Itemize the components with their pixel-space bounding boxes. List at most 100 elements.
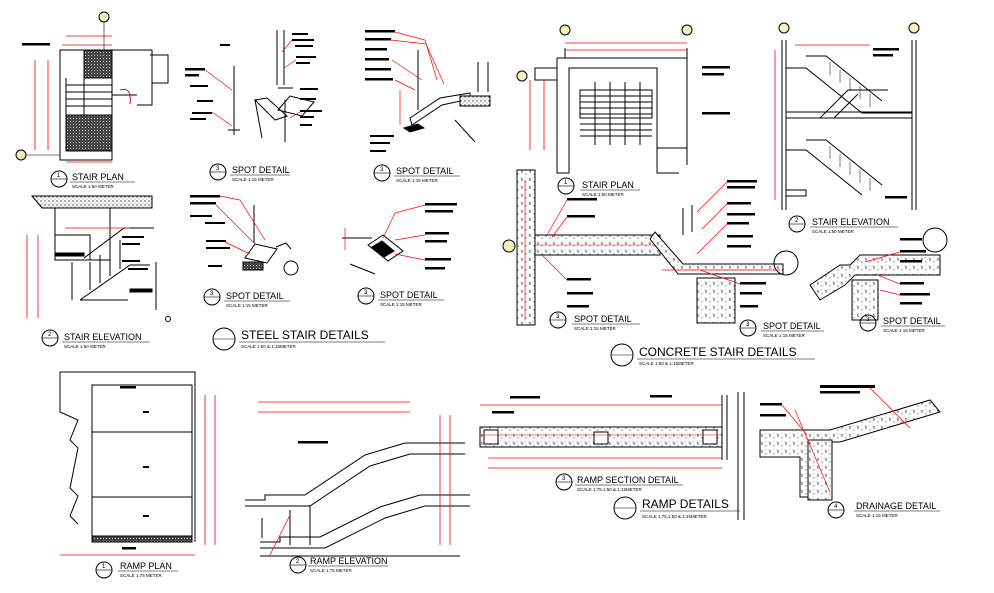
- title-number: 3: [866, 317, 870, 323]
- steel-spot-detail-4-drawing: [242, 205, 292, 271]
- steel-stair-plan-drawing: [59, 49, 169, 161]
- title-scale: SCALE 1:50 METER: [812, 229, 855, 234]
- title-number: 3: [364, 290, 368, 296]
- title-steel-spot-detail-1: 3 SPOT DETAIL SCALE 1:15 METER: [209, 163, 290, 182]
- title-label: RAMP ELEVATION: [310, 556, 388, 566]
- title-scale: SCALE 1:50 METER: [582, 192, 625, 197]
- title-scale: SCALE 1:15 METER: [574, 326, 617, 331]
- title-scale: SCALE 1:50 METER: [64, 344, 107, 349]
- title-label: RAMP PLAN: [120, 561, 172, 571]
- title-steel-spot-detail-3: 3 SPOT DETAIL SCALE 1:15 METER: [203, 288, 290, 308]
- title-concrete-spot-detail-2: 3 SPOT DETAIL SCALE 1:15 METER: [739, 319, 824, 338]
- title-ramp-elevation: 2 RAMP ELEVATION SCALE 1:75 METER: [289, 556, 388, 574]
- concrete-stair-elevation-balusters: [829, 62, 871, 191]
- grid-bubble-concrete-c: [778, 22, 790, 34]
- steel-stair-elevation-dimensions: [26, 227, 130, 318]
- title-concrete-spot-detail-3: 3 SPOT DETAIL SCALE 1:15 METER: [859, 314, 945, 333]
- title-label: STAIR PLAN: [582, 180, 634, 190]
- title-scale: SCALE 1:15 METER: [380, 302, 423, 307]
- title-scale: SCALE 1:15 METER: [856, 513, 899, 518]
- title-drainage-detail: 4 DRAINAGE DETAIL SCALE 1:15 METER: [827, 501, 940, 519]
- grid-bubble-concrete-a: [559, 24, 571, 36]
- grid-bubble-steel-a: [98, 11, 110, 23]
- title-steel-stair-plan: 1 STAIR PLAN SCALE 1:50 METER: [50, 170, 135, 189]
- title-steel-spot-detail-2: 3 SPOT DETAIL SCALE 1:15 METER: [373, 164, 460, 183]
- title-scale: SCALE 1:15 METER: [226, 303, 269, 308]
- concrete-spot-detail-3-drawing: [809, 227, 948, 321]
- title-concrete-stair-plan: 1 STAIR PLAN SCALE 1:50 METER: [557, 177, 640, 197]
- title-concrete-spot-detail-1: 3 SPOT DETAIL SCALE 1:15 METER: [549, 311, 640, 331]
- group-title-label: STEEL STAIR DETAILS: [241, 328, 369, 342]
- group-title-scale: SCALE 1:50 & 1:15METER: [639, 361, 695, 366]
- ramp-elevation-dimensions: [258, 401, 451, 556]
- drainage-detail-notes: [760, 385, 875, 417]
- ramp-section-dimensions: [480, 404, 722, 469]
- ramp-elevation-notes: [298, 441, 328, 444]
- concrete-spot-detail-1-drawing: [502, 169, 661, 326]
- title-ramp-section-detail: 3 RAMP SECTION DETAIL SCALE 1:75,1:50 & …: [555, 473, 683, 492]
- title-scale: SCALE 1:75 METER: [120, 573, 163, 578]
- concrete-stair-elevation-drawing: [781, 40, 917, 210]
- grid-bubble-steel-b: [15, 149, 27, 161]
- title-number: 3: [216, 166, 220, 172]
- concrete-spot-detail-2-drawing: [649, 205, 799, 324]
- steel-stair-plan-dimensions: [34, 35, 112, 163]
- group-title-steel-stair-details: STEEL STAIR DETAILS SCALE 1:50 & 1:15MET…: [212, 327, 385, 351]
- steel-spot-detail-4-notes: [190, 195, 299, 276]
- title-number: 2: [48, 332, 52, 338]
- title-number: 1: [564, 180, 568, 186]
- steel-spot-detail-2-leaders: [281, 39, 301, 119]
- steel-spot-detail-3-drawing: [402, 50, 491, 143]
- title-number: 3: [562, 476, 566, 482]
- steel-spot-detail-3-leaders: [390, 31, 445, 125]
- concrete-spot-detail-1-notes: [567, 198, 597, 308]
- title-number: 2: [795, 218, 799, 224]
- group-title-scale: SCALE 1:50 & 1:15METER: [241, 344, 297, 349]
- group-title-label: RAMP DETAILS: [642, 497, 729, 511]
- group-title-ramp-details: RAMP DETAILS SCALE 1:75,1:50 & 1:15METER: [613, 496, 740, 520]
- title-number: 1: [57, 173, 61, 179]
- title-label: DRAINAGE DETAIL: [856, 501, 936, 511]
- concrete-spot-detail-2-notes: [727, 180, 766, 308]
- concrete-stair-plan-dimensions: [529, 42, 687, 150]
- steel-stair-elevation-notes: [122, 236, 171, 322]
- concrete-spot-detail-3-notes: [900, 238, 930, 305]
- title-scale: SCALE 1:15 METER: [232, 177, 275, 182]
- steel-spot-detail-5-drawing: [342, 234, 404, 275]
- title-label: STAIR ELEVATION: [64, 332, 142, 342]
- concrete-stair-plan-drawing: [516, 48, 688, 174]
- title-number: 2: [296, 559, 300, 565]
- title-ramp-plan: 1 RAMP PLAN SCALE 1:75 METER: [95, 561, 178, 579]
- concrete-spot-detail-1-leaders: [524, 180, 568, 320]
- grid-bubble-concrete-b: [681, 24, 693, 36]
- title-number: 4: [834, 504, 838, 510]
- steel-spot-detail-5-notes: [425, 203, 457, 270]
- title-label: SPOT DETAIL: [763, 321, 821, 331]
- title-scale: SCALE 1:75 METER: [310, 568, 353, 573]
- title-label: SPOT DETAIL: [380, 290, 438, 300]
- ramp-elevation-drawing: [245, 442, 470, 557]
- title-label: SPOT DETAIL: [226, 291, 284, 301]
- steel-spot-detail-2-drawing: [276, 30, 315, 142]
- title-label: SPOT DETAIL: [574, 314, 632, 324]
- steel-spot-detail-1-drawing: [228, 66, 288, 139]
- title-label: STAIR PLAN: [72, 172, 124, 182]
- title-steel-spot-detail-4: 3 SPOT DETAIL SCALE 1:15 METER: [357, 287, 444, 307]
- title-label: SPOT DETAIL: [883, 316, 941, 326]
- drainage-detail-drawing: [737, 392, 941, 520]
- title-label: RAMP SECTION DETAIL: [577, 475, 679, 485]
- drainage-detail-leaders: [781, 387, 911, 493]
- ramp-plan-notes: [120, 386, 149, 550]
- ramp-section-drawing: [479, 395, 728, 460]
- title-number: 1: [102, 564, 106, 570]
- steel-stair-elevation-drawing: [30, 195, 157, 310]
- title-scale: SCALE 1:15 METER: [883, 328, 926, 333]
- steel-spot-detail-5-leaders: [344, 204, 426, 261]
- group-title-label: CONCRETE STAIR DETAILS: [639, 345, 797, 359]
- title-concrete-stair-elevation: 2 STAIR ELEVATION SCALE 1:50 METER: [788, 215, 898, 234]
- title-number: 3: [556, 314, 560, 320]
- concrete-stair-plan-notes: [702, 66, 730, 115]
- group-title-scale: SCALE 1:75,1:50 & 1:15METER: [642, 514, 708, 519]
- steel-spot-detail-1-leaders: [204, 69, 233, 127]
